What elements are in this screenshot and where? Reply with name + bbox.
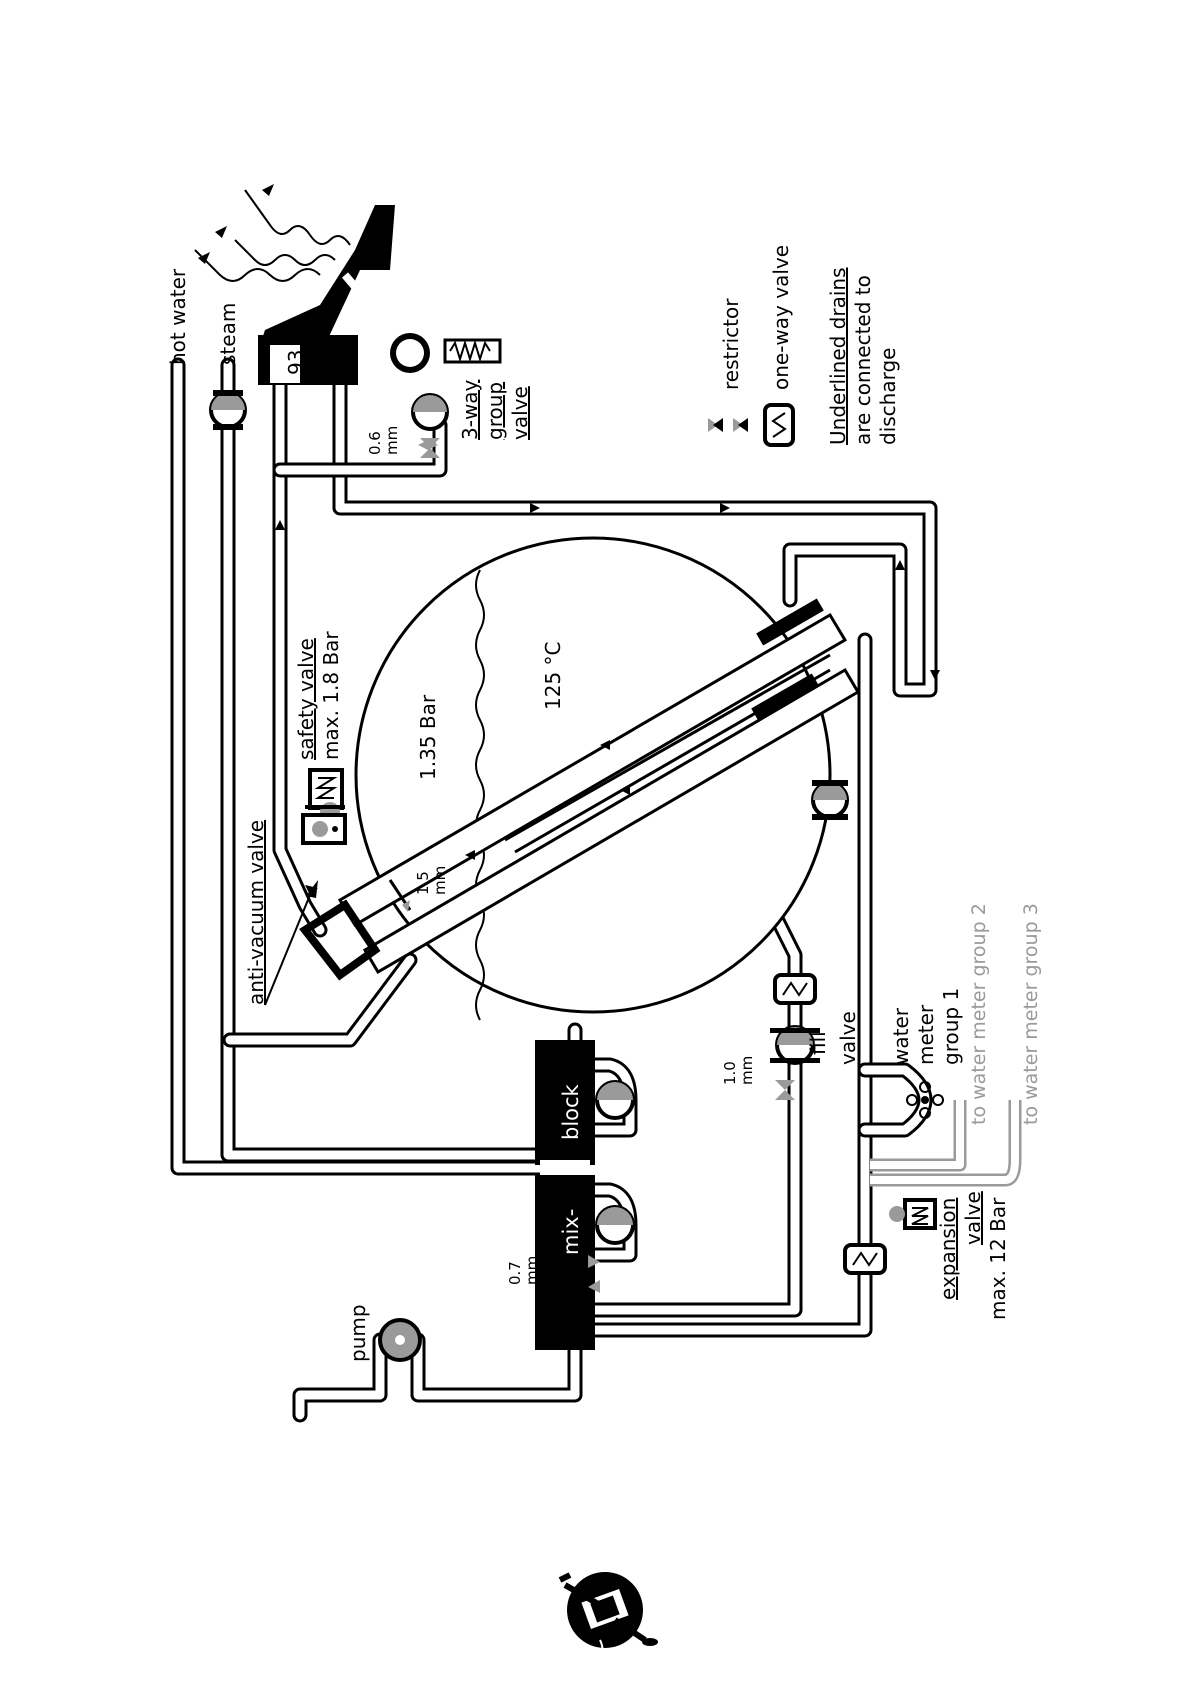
expansion-one-way-valve-icon — [843, 1243, 887, 1275]
label-group-restrictor-unit: mm — [383, 426, 401, 455]
label-boiler-temp: 125 °C — [541, 642, 565, 711]
flow-arrows — [275, 503, 940, 895]
boiler — [299, 536, 861, 1021]
label-mix-restrictor: 0.7 — [506, 1261, 524, 1285]
grey-branch-lines — [870, 1100, 1022, 1187]
label-expansion-2: valve — [961, 1191, 985, 1245]
three-way-valve-icon — [411, 393, 449, 450]
label-water-meter-2: meter — [914, 1004, 938, 1065]
label-to-meter-3: to water meter group 3 — [1020, 903, 1042, 1125]
mix-restrictor-icon — [588, 1255, 600, 1293]
label-three-way-3: valve — [508, 386, 532, 440]
block-valve-icon — [595, 1080, 635, 1120]
water-meter-icon — [906, 1081, 944, 1119]
fill-valve-icon — [770, 1025, 820, 1065]
expansion-valve-icon — [889, 1198, 937, 1230]
label-mix-restrictor-unit: mm — [523, 1256, 541, 1285]
components — [209, 390, 944, 1362]
anti-vacuum-valve-icon — [301, 813, 347, 845]
label-expansion-1: expansion — [936, 1198, 960, 1300]
label-steam: steam — [216, 303, 240, 365]
espresso-machine-logo — [558, 1572, 658, 1661]
label-group-temp-unit: °C — [303, 351, 327, 375]
legend-one-way-valve-icon — [763, 403, 795, 447]
legend-restrictor-label: restrictor — [719, 298, 743, 390]
legend-restrictor-icon — [708, 418, 748, 432]
legend: restrictor one-way valve Underlined drai… — [708, 245, 900, 447]
label-water-meter-1: water — [889, 1007, 913, 1065]
fill-one-way-valve-icon — [773, 973, 817, 1005]
legend-note-3: discharge — [876, 348, 900, 445]
label-water-meter-3: group 1 — [939, 988, 963, 1065]
label-boiler-pressure: 1.35 Bar — [416, 694, 440, 780]
boiler-check-valve-icon — [811, 780, 849, 820]
group-restrictor-icon — [420, 438, 440, 458]
label-three-way-2: group — [483, 382, 507, 440]
label-block: block — [559, 1083, 583, 1140]
label-hx-restrictor-unit: mm — [431, 866, 449, 895]
label-safety-valve-1: safety valve — [294, 638, 318, 760]
pump-icon — [378, 1318, 422, 1362]
group-head — [258, 205, 502, 385]
label-hx-restrictor: 1.5 — [414, 871, 432, 895]
label-to-meter-2: to water meter group 2 — [968, 903, 990, 1125]
heat-exchanger — [337, 598, 861, 975]
label-pump: pump — [346, 1304, 370, 1362]
label-expansion-3: max. 12 Bar — [986, 1197, 1010, 1320]
mix-valve-icon — [595, 1205, 635, 1245]
label-fill-valve-2: valve — [836, 1011, 860, 1065]
legend-note-1: Underlined drains — [826, 267, 850, 445]
label-fill-valve-1: fill — [806, 1031, 830, 1055]
label-three-way-1: 3-way — [458, 379, 482, 440]
legend-note-2: are connected to — [851, 275, 875, 445]
steam-valve-icon — [209, 390, 247, 430]
water-level-line — [475, 569, 485, 1021]
label-hot-water: hot water — [166, 268, 190, 365]
manifold-block — [535, 1040, 595, 1350]
label-fill-restrictor: 1.0 — [721, 1061, 739, 1085]
label-fill-restrictor-unit: mm — [738, 1056, 756, 1085]
label-mix: mix- — [559, 1209, 583, 1255]
legend-one-way-label: one-way valve — [769, 245, 793, 390]
label-group-temp: 93 — [284, 350, 308, 375]
steam-vapor-icon — [194, 184, 351, 282]
label-safety-valve-2: max. 1.8 Bar — [319, 631, 343, 760]
label-anti-vacuum: anti-vacuum valve — [244, 820, 268, 1005]
label-group-restrictor: 0.6 — [366, 431, 384, 455]
fill-restrictor-icon — [775, 1080, 795, 1100]
diagram-labels: hot water steam 93 °C 0.6 mm 3-way group… — [166, 268, 1042, 1362]
